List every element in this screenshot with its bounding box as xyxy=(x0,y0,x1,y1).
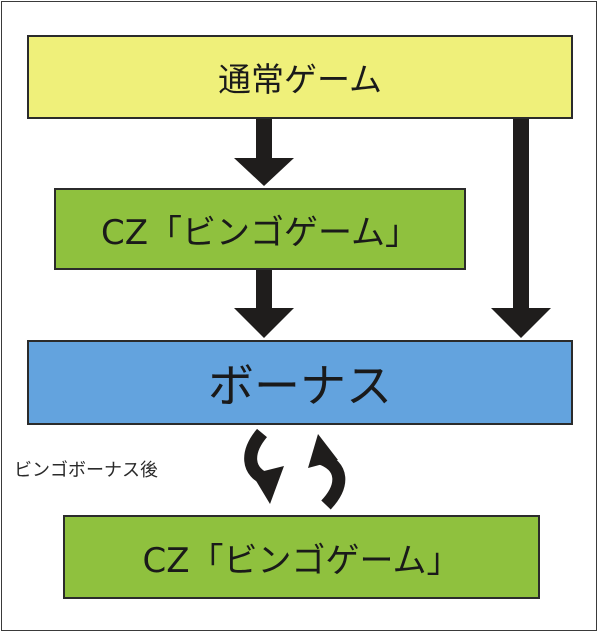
node-cz-bingo-top: CZ「ビンゴゲーム」 xyxy=(54,188,466,270)
node-cz-bingo-bottom-label: CZ「ビンゴゲーム」 xyxy=(142,540,461,581)
node-cz-bingo-bottom: CZ「ビンゴゲーム」 xyxy=(63,515,540,599)
edge-label-after-bingo-bonus: ビンゴボーナス後 xyxy=(14,460,158,481)
node-bonus: ボーナス xyxy=(27,340,573,425)
node-normal-game-label: 通常ゲーム xyxy=(217,60,382,99)
node-cz-bingo-top-label: CZ「ビンゴゲーム」 xyxy=(100,212,419,253)
node-normal-game: 通常ゲーム xyxy=(27,35,573,119)
node-bonus-label: ボーナス xyxy=(208,358,392,413)
